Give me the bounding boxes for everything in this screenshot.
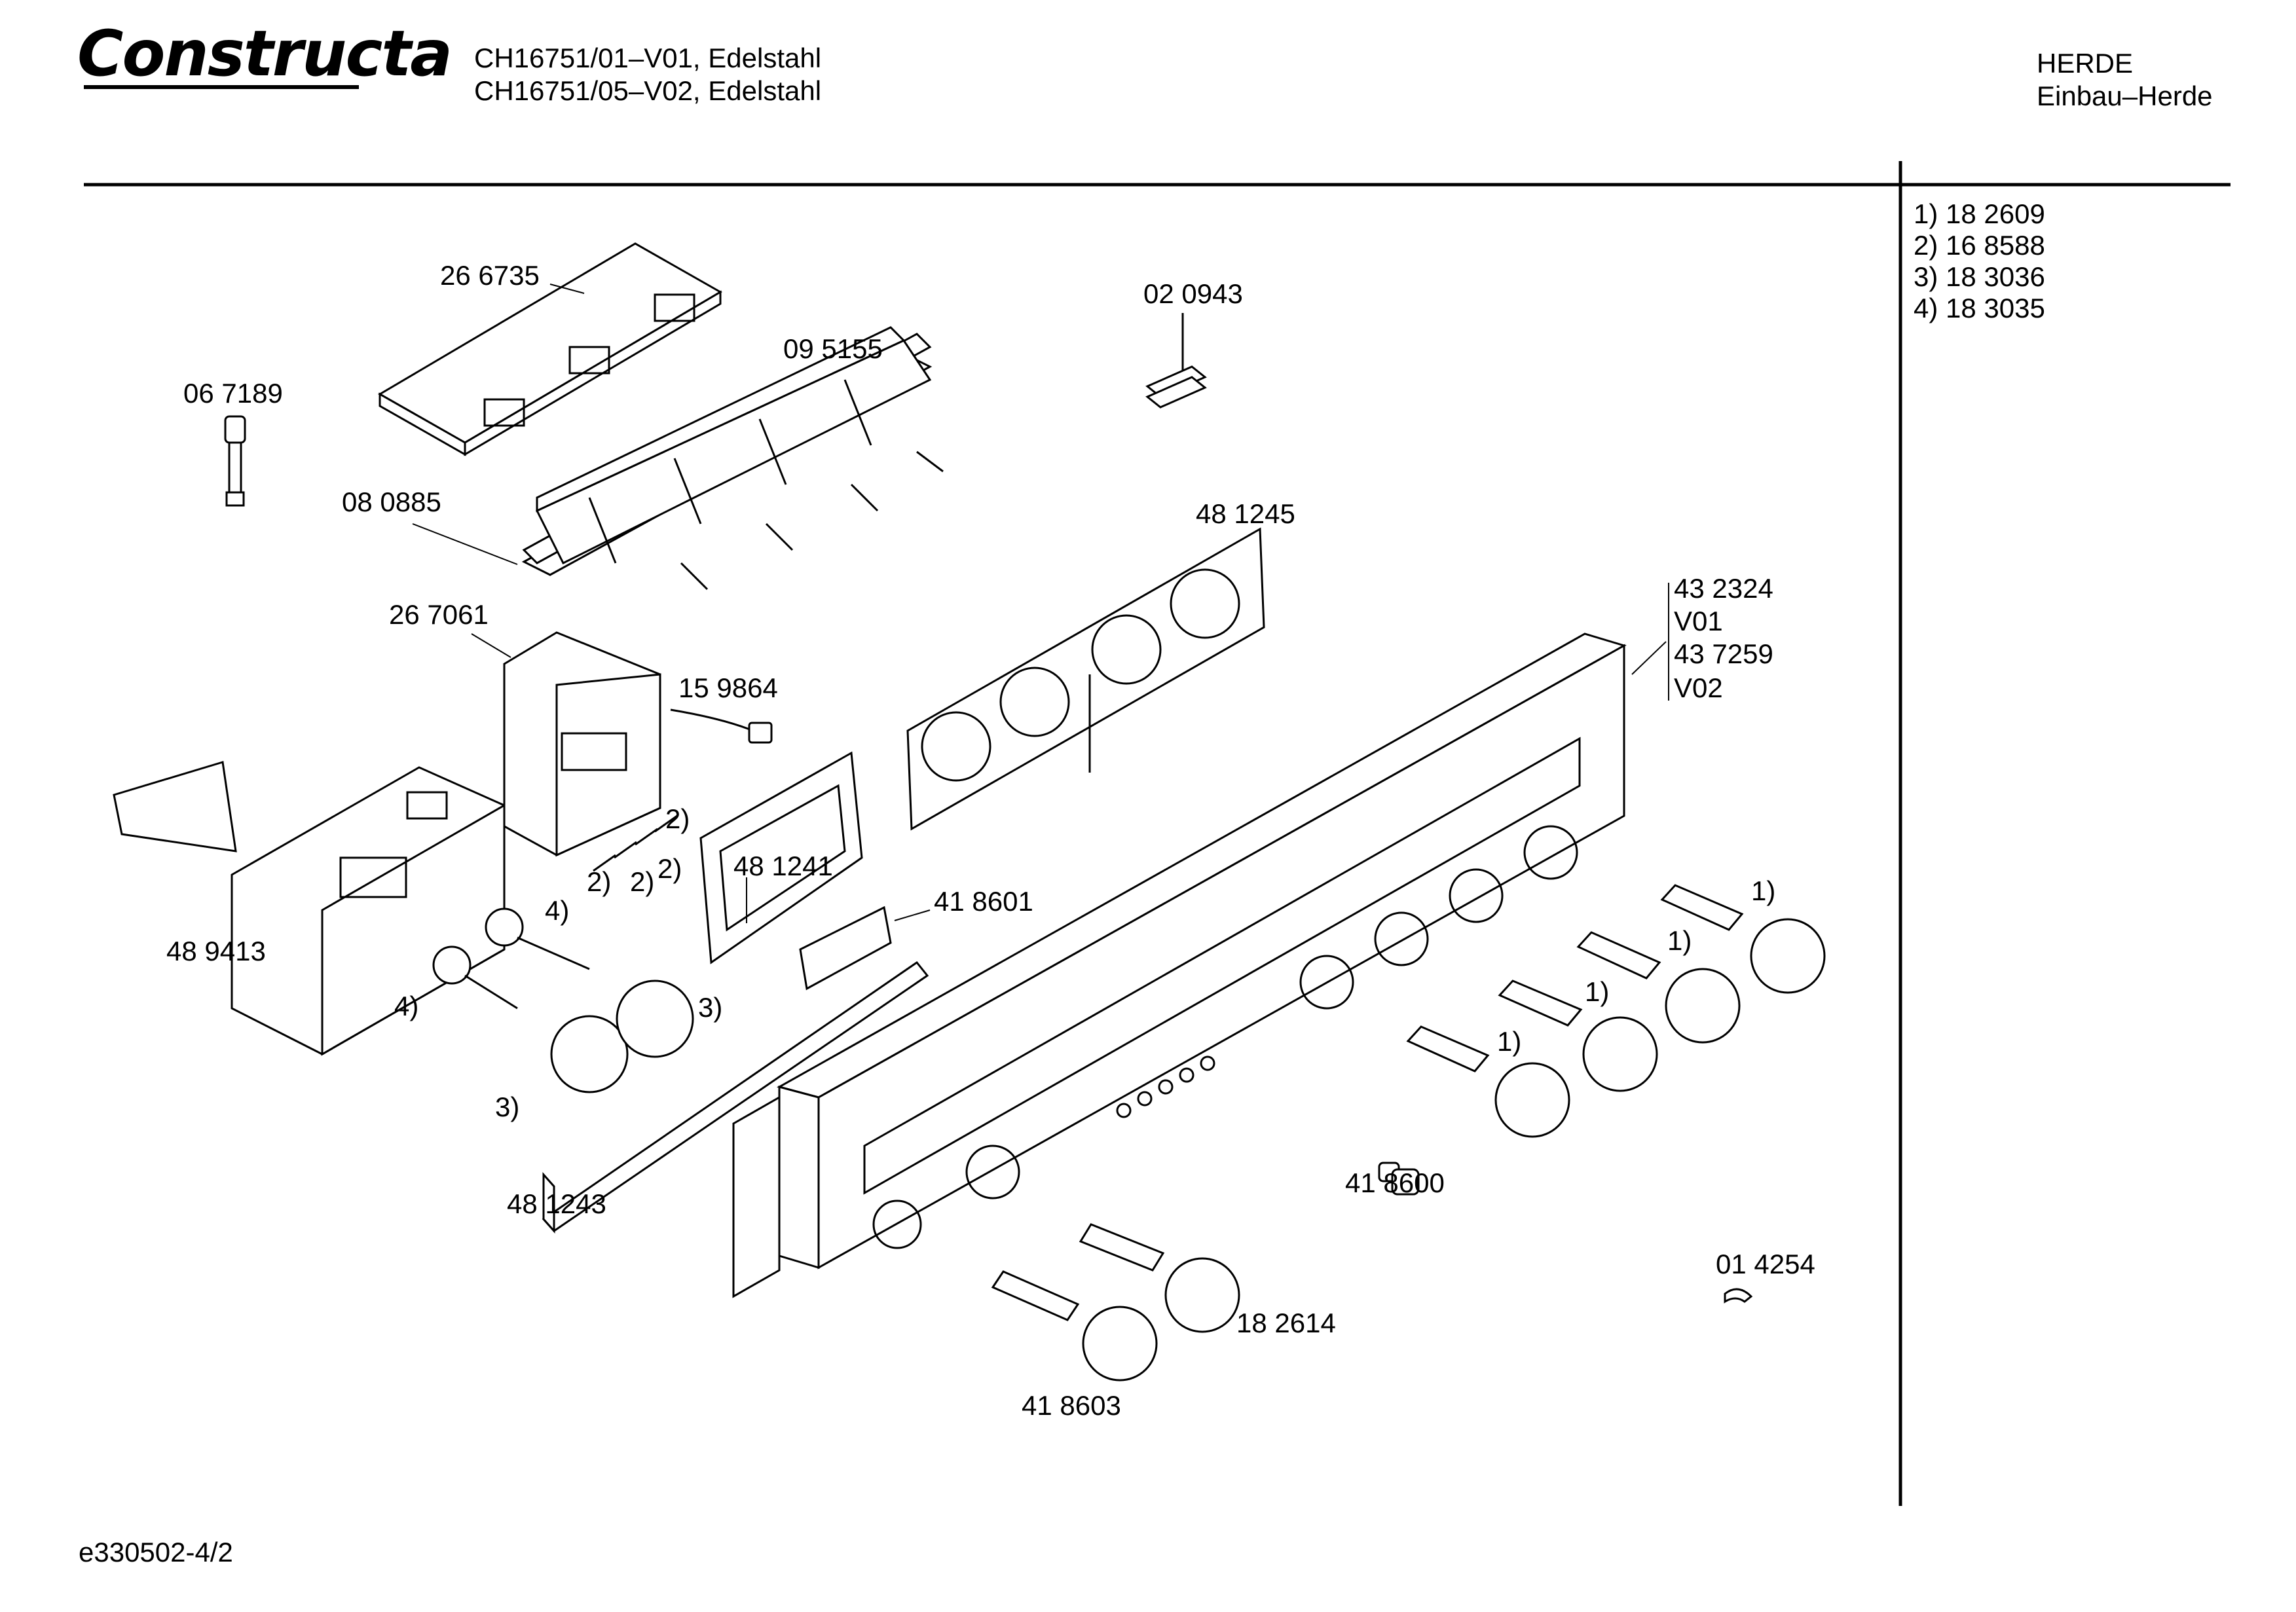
brand-logo: Constructa xyxy=(77,17,453,90)
category-title: HERDE xyxy=(2037,48,2134,79)
label-080885: 08 0885 xyxy=(342,486,441,517)
ref-4-lower: 4) xyxy=(394,991,419,1021)
label-418600: 41 8600 xyxy=(1345,1167,1445,1198)
label-481245: 48 1245 xyxy=(1196,498,1295,529)
label-014254: 01 4254 xyxy=(1716,1249,1815,1279)
footnote-1: 1) 18 2609 xyxy=(1914,198,2045,229)
label-020943: 02 0943 xyxy=(1143,278,1243,309)
part-432324-front-panel xyxy=(732,632,1627,1298)
footnote-2: 2) 16 8588 xyxy=(1914,230,2045,261)
part-418601-board xyxy=(799,906,892,991)
part-095155-terminal-block xyxy=(535,326,944,591)
ref-3-right: 3) xyxy=(698,992,723,1023)
leader-267061 xyxy=(471,633,511,658)
part-4-shafts xyxy=(432,907,590,1010)
part-067189-screw xyxy=(224,415,246,507)
footnote-4: 4) 18 3035 xyxy=(1914,293,2045,323)
part-481245-switch-holder xyxy=(906,527,1265,831)
leader-266735 xyxy=(549,284,585,294)
label-267061: 26 7061 xyxy=(389,599,489,630)
ref-3-left: 3) xyxy=(495,1091,520,1122)
label-481243: 48 1243 xyxy=(507,1188,606,1219)
ref-2-c: 2) xyxy=(630,866,655,897)
ref-1-c: 1) xyxy=(1585,976,1610,1007)
label-v02: V02 xyxy=(1674,672,1723,703)
part-489413-module xyxy=(113,761,506,1056)
part-267061-timer xyxy=(503,631,661,857)
ref-2-a: 2) xyxy=(665,803,690,834)
drawing-code: e330502-4/2 xyxy=(79,1537,233,1567)
leader-080885 xyxy=(412,523,518,565)
part-014254-clip xyxy=(1724,1288,1753,1304)
model-line-1: CH16751/01–V01, Edelstahl xyxy=(474,43,822,73)
part-182614-knob xyxy=(1079,1223,1240,1333)
footnote-3: 3) 18 3036 xyxy=(1914,261,2045,292)
label-182614: 18 2614 xyxy=(1236,1308,1336,1338)
part-159864-lamp xyxy=(670,708,773,744)
label-437259: 43 7259 xyxy=(1674,638,1773,669)
logo-underline xyxy=(84,85,359,89)
ref-1-b: 1) xyxy=(1667,925,1692,956)
label-v01: V01 xyxy=(1674,606,1723,636)
leader-432324 xyxy=(1631,641,1667,675)
model-line-2: CH16751/05–V02, Edelstahl xyxy=(474,75,822,106)
label-432324: 43 2324 xyxy=(1674,573,1773,604)
ref-4-upper: 4) xyxy=(545,895,570,926)
part-481241-frame xyxy=(699,751,863,964)
part-3-guides xyxy=(550,980,694,1093)
part-020943-pin xyxy=(1145,313,1207,409)
label-418603: 41 8603 xyxy=(1022,1390,1121,1421)
part-481243-strip xyxy=(542,961,929,1234)
part-266735-bracket xyxy=(378,242,722,456)
ref-1-a: 1) xyxy=(1751,875,1776,906)
label-418601: 41 8601 xyxy=(934,886,1033,917)
ref-2-d: 2) xyxy=(587,866,612,897)
part-2-pins xyxy=(593,815,678,872)
subcategory-title: Einbau–Herde xyxy=(2037,81,2213,111)
label-481241: 48 1241 xyxy=(733,851,833,881)
leader-418601 xyxy=(894,909,931,921)
ref-1-d: 1) xyxy=(1497,1026,1522,1057)
ref-2-b: 2) xyxy=(657,853,682,884)
label-095155: 09 5155 xyxy=(783,333,883,364)
label-067189: 06 7189 xyxy=(183,378,283,409)
label-266735: 26 6735 xyxy=(440,260,540,291)
part-418600-button xyxy=(1378,1162,1420,1196)
part-1-knobs xyxy=(1406,884,1826,1138)
label-489413: 48 9413 xyxy=(166,936,266,966)
part-418603-knob xyxy=(991,1270,1158,1382)
label-159864: 15 9864 xyxy=(678,672,778,703)
